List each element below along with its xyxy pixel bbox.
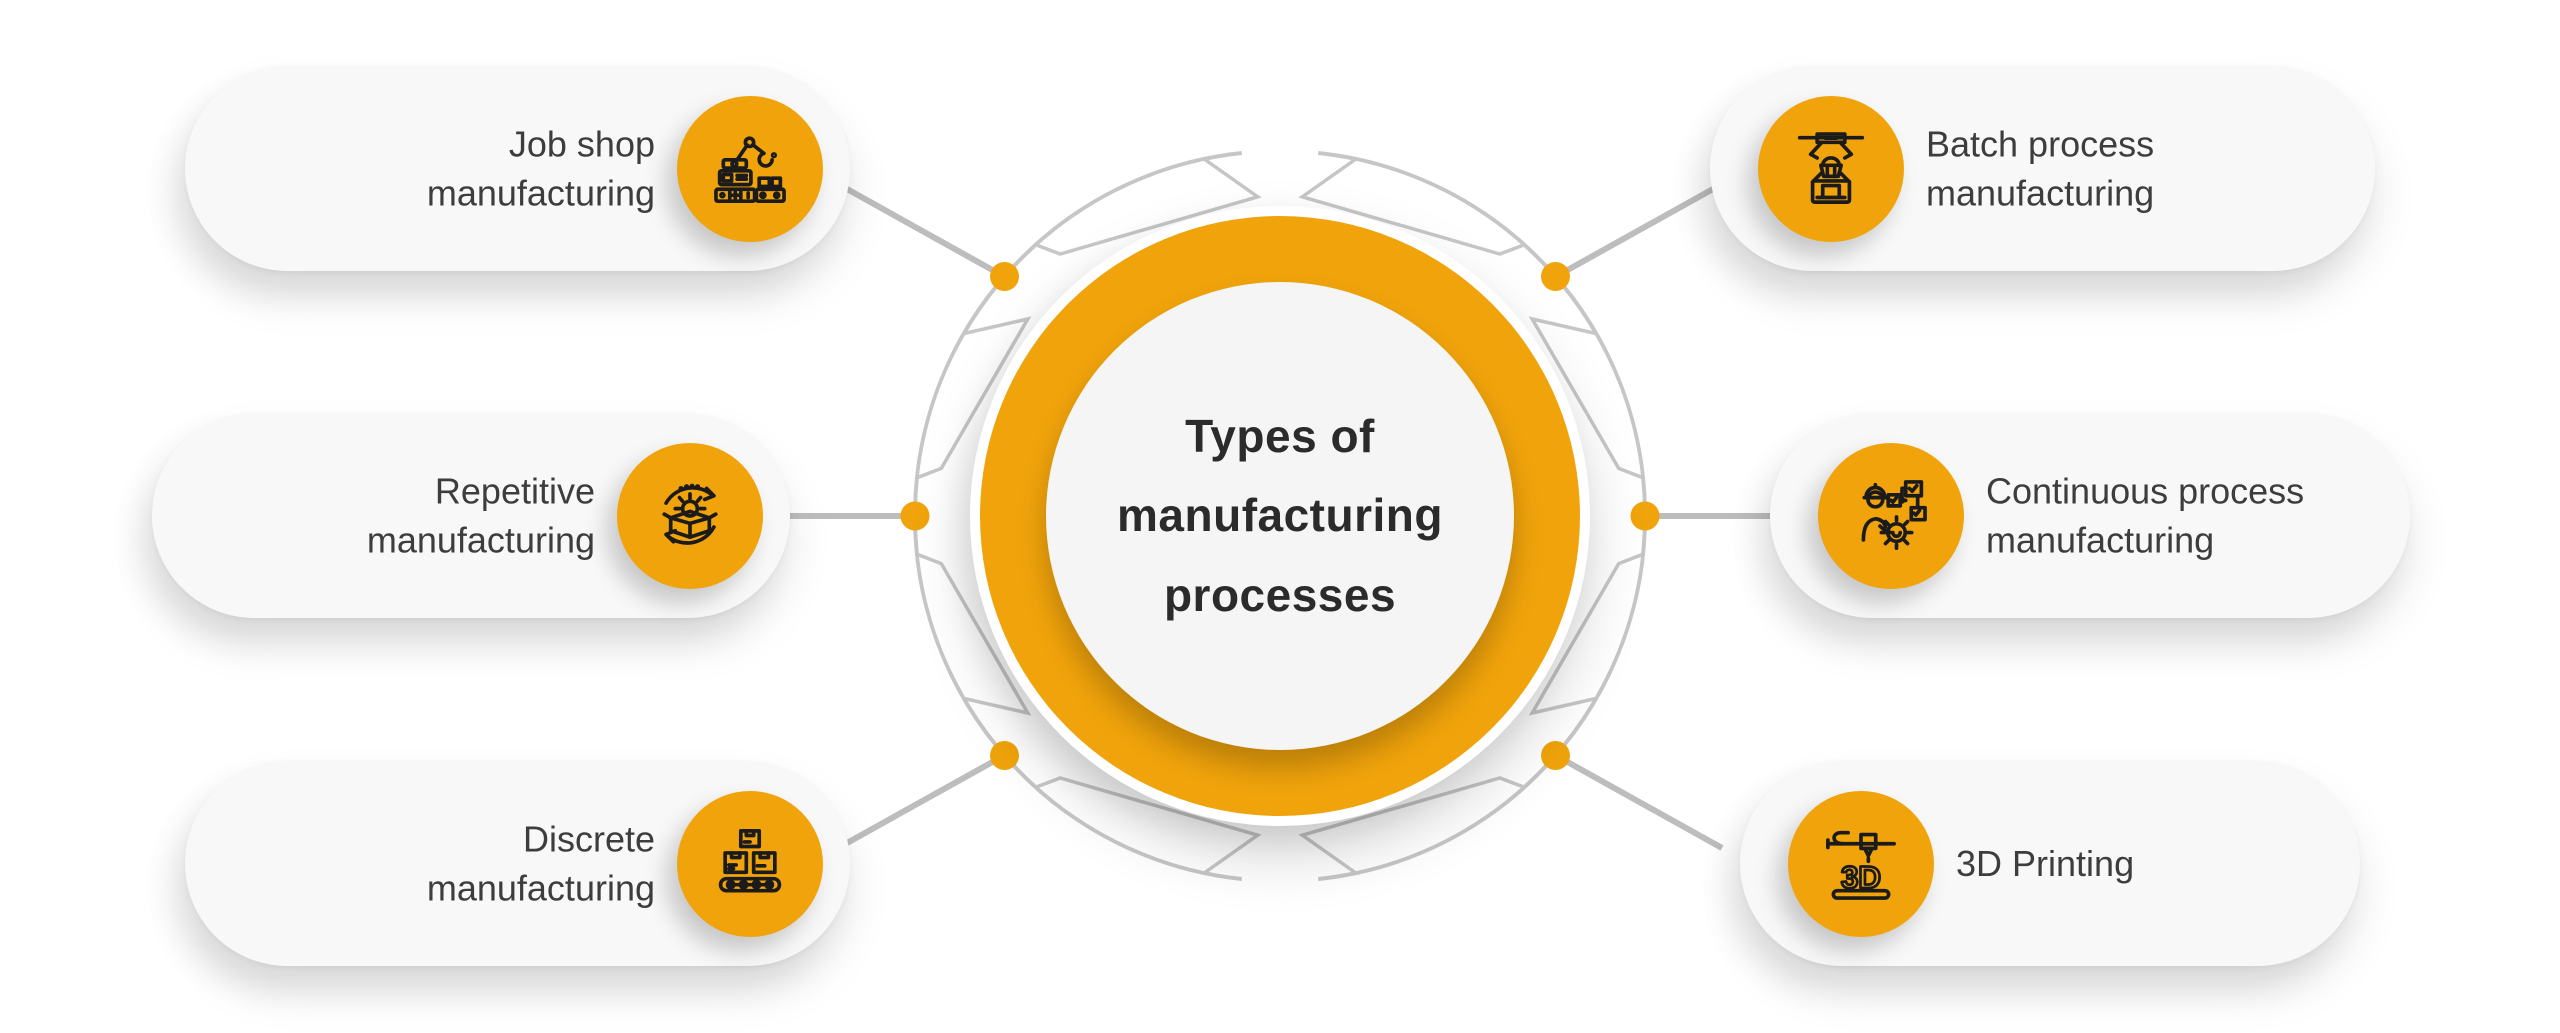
petal-shape (1528, 551, 1646, 716)
node-label: Repetitive manufacturing (366, 469, 595, 561)
petal-shape (914, 316, 1032, 481)
connector-dot (1630, 501, 1660, 531)
node-continuous-process-manufacturing: Continuous process manufacturing (1770, 413, 2410, 618)
worker-gear-flowchart-icon (1818, 442, 1964, 589)
diagram-title-line2: manufacturing (1117, 489, 1443, 542)
petal-shape (1298, 157, 1528, 256)
node-label: Continuous process manufacturing (1986, 469, 2305, 561)
connector-line (1553, 181, 1724, 280)
petal-shape (1528, 316, 1646, 481)
robotic-gripper-box-icon (1758, 95, 1904, 242)
node-discrete-manufacturing: Discrete manufacturing (185, 761, 850, 966)
connector-dot (1541, 741, 1570, 770)
petal-shape (1032, 776, 1262, 875)
connector-line (836, 752, 1007, 851)
node-job-shop-manufacturing: Job shop manufacturing (185, 66, 850, 271)
connector-dot (990, 741, 1019, 770)
node-label: 3D Printing (1956, 842, 2135, 884)
diagram-title-line1: Types of (1185, 410, 1375, 463)
petal-shape (1298, 776, 1528, 875)
center-circle: Types of manufacturing processes (970, 206, 1590, 826)
center-inner-circle: Types of manufacturing processes (1046, 282, 1514, 750)
connector-line (1553, 752, 1724, 851)
robot-arm-icon (677, 95, 823, 242)
repeat-cycle-box-icon (617, 442, 763, 589)
diagram-title: Types of manufacturing processes (1117, 397, 1443, 634)
connector-line (836, 181, 1007, 280)
conveyor-boxes-icon (677, 790, 823, 937)
node-label: Batch process manufacturing (1926, 122, 2155, 214)
node-3d-printing: 3D Printing 3D (1740, 761, 2360, 966)
node-label: Job shop manufacturing (426, 122, 655, 214)
node-repetitive-manufacturing: Repetitive manufacturing (152, 413, 790, 618)
printer-3d-icon: 3D (1788, 790, 1934, 937)
petal-shape (1032, 157, 1262, 256)
connector-dot (990, 262, 1019, 291)
node-batch-process-manufacturing: Batch process manufacturing (1710, 66, 2375, 271)
petal-shape (914, 551, 1032, 716)
node-label: Discrete manufacturing (426, 817, 655, 909)
connector-dot (900, 501, 930, 531)
diagram-title-line3: processes (1163, 568, 1397, 621)
connector-dot (1541, 262, 1570, 291)
